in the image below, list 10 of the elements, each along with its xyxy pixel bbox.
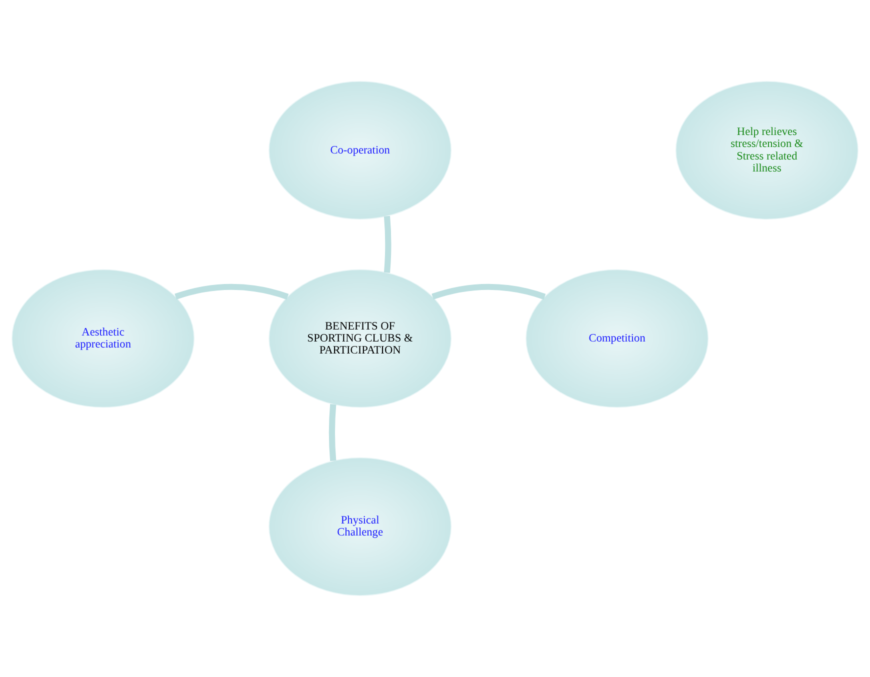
node-ellipse: Help relieves stress/tension & Stress related illness <box>675 81 858 220</box>
node-ellipse: Co-operation <box>268 81 452 220</box>
connector <box>432 284 546 300</box>
node-ellipse: Aesthetic appreciation <box>12 269 195 408</box>
node-ellipse: BENEFITS OF SPORTING CLUBS & PARTICIPATION <box>268 269 452 408</box>
connector <box>384 216 392 273</box>
connector <box>328 404 336 462</box>
node-ellipse: Competition <box>526 269 709 408</box>
connector <box>174 284 289 300</box>
node-ellipse: Physical Challenge <box>268 457 452 596</box>
